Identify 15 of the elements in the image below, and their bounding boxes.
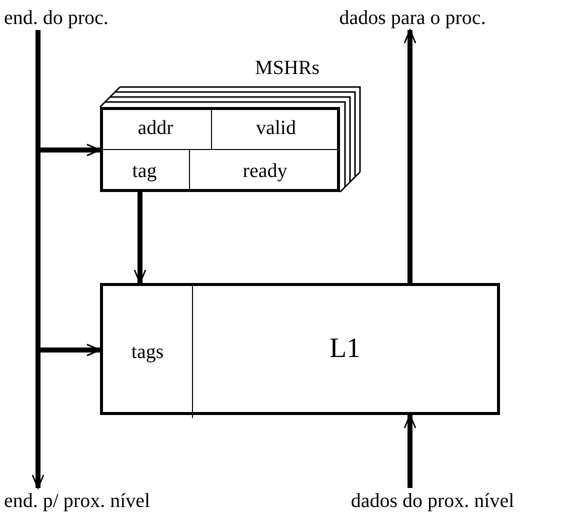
field-label: ready [242,160,288,182]
table-title: MSHRs [255,58,320,78]
arrow [404,414,416,488]
field-label: tag [132,160,157,182]
cache-box [100,283,500,415]
cache-label: L1 [329,333,361,365]
signal-label: dados para o proc. [339,6,486,30]
field-label: valid [256,116,296,140]
arrow [134,192,146,284]
signal-label: end. do proc. [4,6,108,30]
signal-label: end. p/ prox. nível [4,490,150,512]
field-label: tags [131,340,164,364]
field-label: addr [138,116,174,140]
arrow [404,29,416,283]
signal-label: dados do prox. nível [350,490,514,512]
